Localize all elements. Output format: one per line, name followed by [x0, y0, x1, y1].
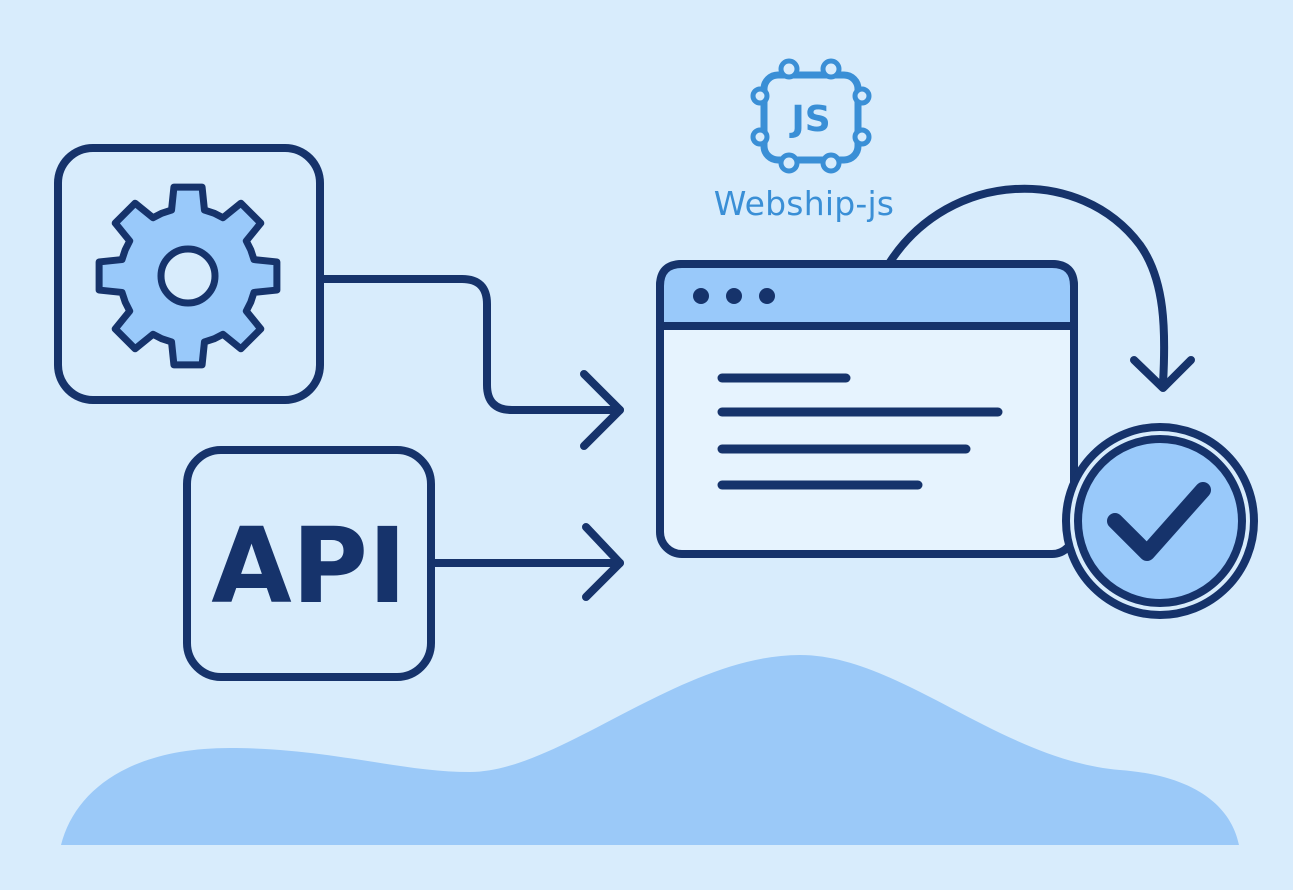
api-box: API	[183, 446, 435, 681]
gear-box	[54, 144, 324, 404]
window-to-check-arrow	[886, 184, 1195, 392]
api-to-window-arrow	[427, 523, 624, 601]
window-dot	[759, 288, 775, 304]
chip-icon	[750, 58, 872, 174]
check-mark-icon	[1107, 482, 1211, 561]
background-wave	[61, 655, 1239, 845]
api-label: API	[211, 505, 406, 627]
window-dot	[693, 288, 709, 304]
gear-to-window-arrow	[316, 275, 624, 450]
logo-badge-text: JS	[788, 99, 830, 140]
check-circle-icon	[1062, 423, 1258, 619]
logo-name: Webship-js	[714, 184, 894, 223]
window-dot	[726, 288, 742, 304]
webship-logo: JS Webship-js	[714, 58, 894, 223]
browser-window-icon	[656, 260, 1078, 558]
gear-icon	[95, 183, 281, 369]
